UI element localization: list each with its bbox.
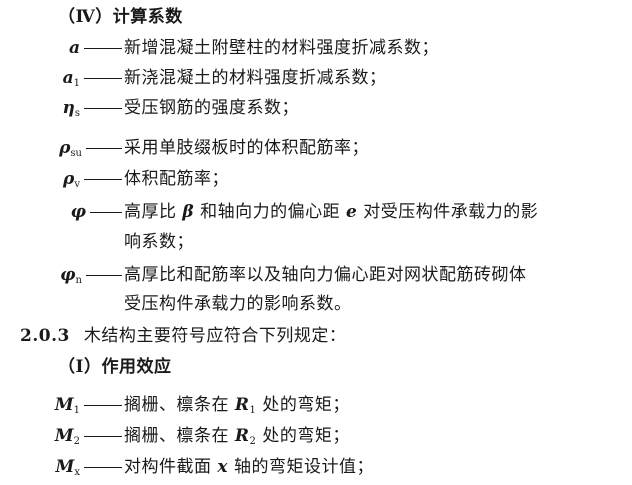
clause-line: 2.0.3 木结构主要符号应符合下列规定： <box>20 324 346 348</box>
definition-text: 搁栅、檩条在 R1 处的弯矩； <box>124 395 350 416</box>
section-heading-i: （Ⅰ）作用效应 <box>58 357 172 377</box>
dash-separator <box>84 78 122 79</box>
symbol-eta-s: ηs <box>62 98 80 119</box>
definition-text: 高厚比和配筋率以及轴向力偏心距对网状配筋砖砌体 <box>124 265 527 285</box>
dash-separator <box>84 179 122 180</box>
definition-text-continued: 受压构件承载力的影响系数。 <box>124 294 352 314</box>
symbol-m1: M1 <box>54 395 80 416</box>
dash-separator <box>84 405 122 406</box>
definition-text: 新增混凝土附壁柱的材料强度折减系数； <box>124 38 439 58</box>
symbol-phi: φ <box>70 202 86 222</box>
definition-text: 采用单肢缀板时的体积配筋率； <box>124 138 369 158</box>
dash-separator <box>84 48 122 49</box>
symbol-alpha-1: a1 <box>62 68 80 89</box>
dash-separator <box>90 212 122 213</box>
definition-text-continued: 响系数； <box>124 232 194 252</box>
definition-text: 受压钢筋的强度系数； <box>124 98 299 118</box>
symbol-alpha: a <box>68 38 80 58</box>
dash-separator <box>86 148 122 149</box>
definition-text: 新浇混凝土的材料强度折减系数； <box>124 68 387 88</box>
clause-number: 2.0.3 <box>20 326 70 346</box>
definition-text: 高厚比 β 和轴向力的偏心距 e 对受压构件承载力的影 <box>124 202 539 222</box>
symbol-rho-v: ρv <box>63 169 80 190</box>
dash-separator <box>84 108 122 109</box>
symbol-m2: M2 <box>54 426 80 447</box>
clause-text: 木结构主要符号应符合下列规定： <box>83 326 347 346</box>
dash-separator <box>84 436 122 437</box>
definition-text: 搁栅、檩条在 R2 处的弯矩； <box>124 426 350 447</box>
section-heading-iv: （Ⅳ）计算系数 <box>58 7 183 27</box>
dash-separator <box>86 275 122 276</box>
definition-text: 对构件截面 x 轴的弯矩设计值； <box>124 457 374 477</box>
definition-text: 体积配筋率； <box>124 169 229 189</box>
dash-separator <box>84 467 122 468</box>
symbol-phi-n: φn <box>60 265 82 286</box>
symbol-rho-su: ρsu <box>59 138 82 159</box>
symbol-mx: Mx <box>55 457 80 478</box>
